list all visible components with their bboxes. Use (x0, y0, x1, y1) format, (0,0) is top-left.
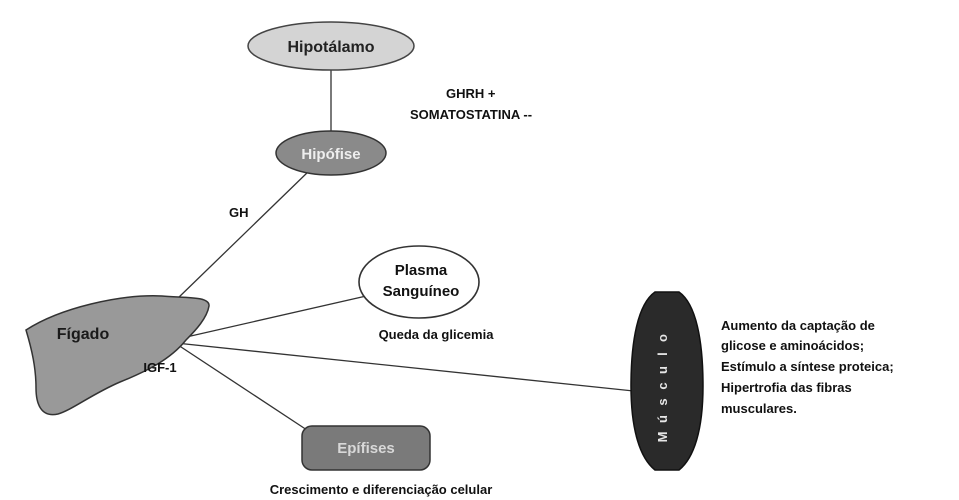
musculo-node: M ú s c u l o (631, 292, 703, 470)
epifises-node: Epífises (302, 426, 430, 470)
muscle-effect-line-2: glicose e aminoácidos; (721, 338, 864, 353)
plasma-shape (359, 246, 479, 318)
musculo-letter-5: u (655, 366, 670, 374)
epifises-label: Epífises (337, 440, 395, 457)
figado-shape (26, 296, 209, 415)
plasma-label-line1: Plasma (395, 262, 448, 279)
hipotalamo-label: Hipotálamo (287, 39, 374, 56)
muscle-effect-line-1: Aumento da captação de (721, 318, 875, 333)
hipofise-node: Hipófise (276, 131, 386, 175)
link-figado-epifises (175, 343, 310, 432)
plasma-label-line2: Sanguíneo (383, 283, 460, 300)
musculo-letter-2: ú (655, 415, 670, 423)
muscle-effect-line-4: Hipertrofia das fibras (721, 380, 852, 395)
hipotalamo-node: Hipotálamo (248, 22, 414, 70)
muscle-effect-line-5: musculares. (721, 401, 797, 416)
muscle-effect-line-3: Estímulo a síntese proteica; (721, 359, 894, 374)
link-hipofise-figado (176, 170, 310, 300)
musculo-letter-6: l (655, 352, 670, 356)
igf1-label: IGF-1 (143, 360, 176, 375)
hipofise-label: Hipófise (301, 146, 360, 163)
figado-node: Fígado (26, 296, 209, 415)
musculo-letter-3: s (655, 398, 670, 405)
muscle-effects: Aumento da captação de glicose e aminoác… (721, 318, 894, 416)
gh-label: GH (229, 205, 249, 220)
musculo-letter-4: c (655, 382, 670, 389)
musculo-letter-1: M (655, 432, 670, 443)
musculo-letter-7: o (655, 334, 670, 342)
glicemia-label: Queda da glicemia (379, 327, 495, 342)
figado-label: Fígado (57, 326, 110, 343)
link-figado-plasma (182, 294, 375, 338)
link-figado-musculo (176, 343, 643, 392)
plasma-node: Plasma Sanguíneo (359, 246, 479, 318)
regulation-ghrh-text: GHRH + (446, 86, 496, 101)
regulation-somatostatina-text: SOMATOSTATINA -- (410, 107, 532, 122)
crescimento-label: Crescimento e diferenciação celular (270, 482, 493, 497)
